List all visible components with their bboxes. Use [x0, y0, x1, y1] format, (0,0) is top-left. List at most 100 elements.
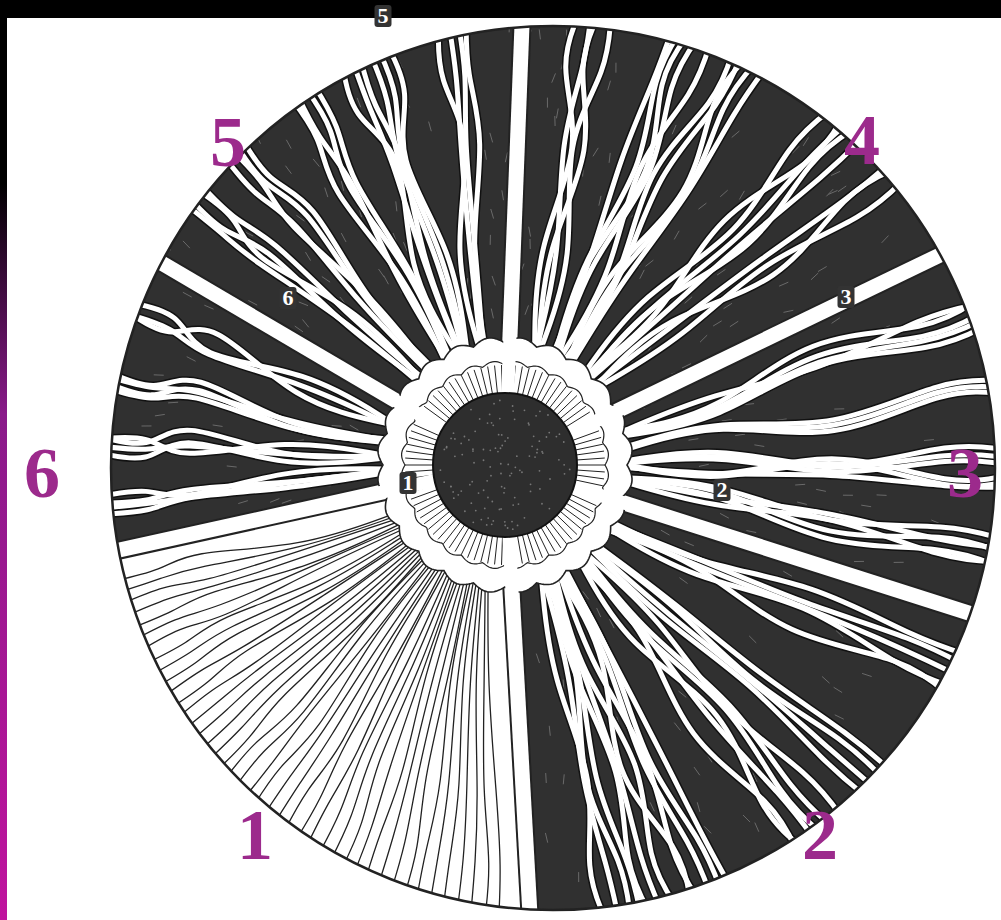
texture-streak	[783, 310, 793, 312]
texture-streak	[679, 578, 687, 584]
texture-streak	[119, 591, 128, 596]
core-texture	[495, 447, 497, 449]
ring-striation	[576, 451, 604, 455]
core-texture	[491, 501, 493, 503]
fine-strand	[363, 576, 460, 889]
ring-striation	[417, 499, 442, 512]
core-texture	[475, 510, 477, 512]
core-texture	[450, 486, 452, 488]
texture-streak	[835, 715, 844, 719]
texture-streak	[130, 281, 137, 288]
ring-striation	[566, 503, 590, 518]
texture-streak	[698, 203, 706, 209]
ring-striation	[569, 499, 594, 512]
core-texture	[470, 409, 472, 411]
core-texture	[549, 508, 551, 510]
callout-number: 5	[375, 5, 392, 27]
strand	[592, 547, 881, 793]
ring-striation	[527, 533, 536, 560]
callout-number: 3	[838, 286, 855, 308]
core-texture	[443, 481, 445, 483]
texture-streak	[816, 489, 826, 491]
core-texture	[507, 527, 509, 529]
texture-streak	[303, 320, 309, 328]
texture-streak	[735, 434, 745, 435]
core-texture	[501, 434, 503, 436]
core-texture	[547, 414, 549, 416]
texture-streak	[350, 425, 359, 430]
core-texture	[499, 400, 501, 402]
region-number: 1	[237, 799, 273, 871]
core-texture	[470, 502, 472, 504]
texture-streak	[141, 425, 151, 426]
texture-streak	[325, 188, 328, 198]
texture-streak	[754, 445, 764, 447]
strand	[588, 124, 862, 378]
fine-strand	[428, 581, 473, 913]
core-texture	[511, 521, 513, 523]
texture-streak	[599, 196, 601, 206]
texture-streak	[730, 321, 738, 326]
core-texture	[469, 484, 471, 486]
core-texture	[446, 447, 448, 449]
core-texture	[464, 510, 466, 512]
core-texture	[530, 491, 532, 493]
ring-striation	[537, 530, 549, 555]
texture-streak	[877, 494, 887, 495]
core-texture	[512, 405, 514, 407]
ring-striation	[563, 406, 586, 422]
texture-streak	[116, 327, 126, 328]
core-texture	[492, 520, 494, 522]
ring-striation	[411, 431, 437, 441]
core-texture	[500, 473, 502, 475]
texture-streak	[556, 108, 558, 118]
texture-streak	[330, 60, 333, 70]
core-texture	[539, 470, 541, 472]
core-texture	[519, 469, 521, 471]
texture-streak	[299, 302, 308, 306]
texture-streak	[746, 531, 756, 533]
texture-streak	[713, 321, 722, 326]
ring-striation	[549, 522, 566, 544]
texture-streak	[609, 153, 610, 163]
texture-streak	[140, 246, 149, 250]
texture-streak	[384, 275, 389, 284]
texture-streak	[429, 122, 432, 132]
core-texture	[486, 524, 488, 526]
ring-striation	[488, 367, 493, 395]
core-texture	[514, 466, 516, 468]
texture-streak	[285, 166, 291, 174]
core-texture	[530, 483, 532, 485]
core-texture	[509, 475, 511, 477]
texture-streak	[689, 439, 699, 441]
ring-striation	[481, 535, 488, 562]
ring-striation	[560, 401, 581, 419]
core-texture	[483, 449, 485, 451]
texture-streak	[536, 654, 539, 663]
ring-striation	[449, 525, 465, 548]
texture-streak	[685, 542, 694, 546]
texture-streak	[554, 116, 555, 126]
ring-striation	[405, 465, 433, 466]
core-texture	[489, 414, 491, 416]
texture-streak	[187, 357, 196, 362]
texture-streak	[924, 439, 934, 441]
core-texture	[500, 447, 502, 449]
core-texture	[471, 481, 473, 483]
fine-strand	[238, 560, 431, 806]
texture-streak	[549, 726, 550, 736]
core-texture	[499, 509, 501, 511]
texture-streak	[661, 530, 670, 535]
core-texture	[491, 422, 493, 424]
septum-outline	[562, 483, 989, 619]
core-texture	[460, 490, 462, 492]
texture-streak	[75, 585, 85, 586]
fine-strand	[248, 561, 434, 814]
core-texture	[563, 441, 565, 443]
texture-streak	[843, 495, 853, 496]
ring-striation	[541, 378, 555, 402]
ring-striation	[443, 386, 460, 408]
texture-streak	[168, 402, 178, 404]
texture-streak	[142, 213, 152, 216]
strand	[579, 559, 809, 852]
